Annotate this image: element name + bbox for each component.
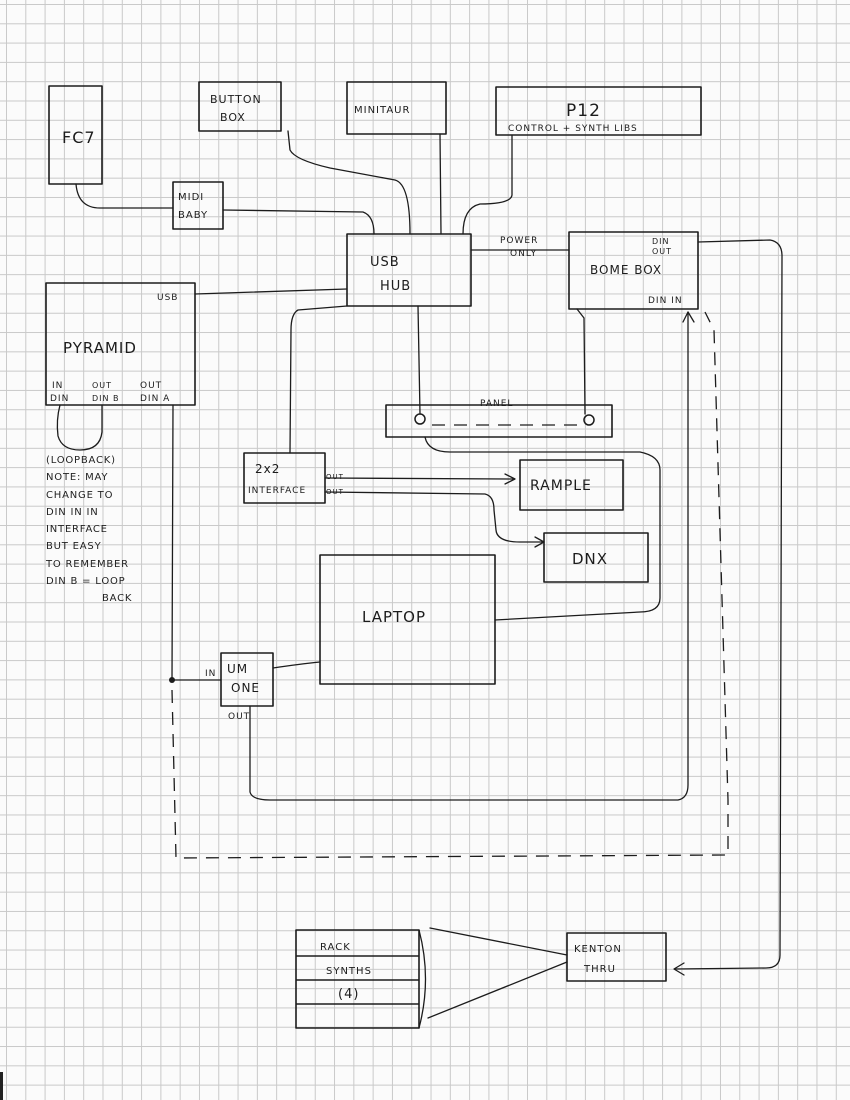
laptop-box: LAPTOP (319, 554, 496, 685)
pyramid-out-a-label: OUT (140, 381, 162, 391)
midi-baby-box: MIDI BABY (172, 181, 224, 230)
bome-din-out-to-kenton-wire (674, 239, 783, 970)
panel-to-laptop-wire (424, 436, 661, 621)
button-box-to-hub-wire (287, 130, 411, 235)
um-one-label-2: ONE (231, 681, 260, 695)
dnx-box: DNX (543, 532, 649, 583)
dashed-return-wire (171, 311, 729, 859)
um-one-to-laptop-wire (272, 661, 321, 669)
midi-baby-label-1: MIDI (178, 192, 204, 203)
midi-baby-label-2: BABY (178, 210, 208, 221)
kenton-to-rack-bottom-wire (427, 961, 568, 1019)
rack-label-3: (4) (338, 987, 359, 1002)
kenton-thru-box: KENTON THRU (566, 932, 667, 982)
rample-box: RAMPLE (519, 459, 624, 511)
connections: POWER ONLY (56, 130, 783, 1019)
kenton-arrow (673, 962, 685, 976)
note-line: INTERFACE (46, 524, 108, 536)
minitaur-label: MINITAUR (354, 105, 410, 116)
note-line: (LOOPBACK) (46, 455, 116, 466)
note-line: BUT EASY (46, 541, 102, 553)
power-only-label-2: ONLY (510, 249, 537, 259)
usb-hub-box: USB HUB (346, 233, 472, 307)
rack-label-1: RACK (320, 942, 351, 953)
rack-bracket (418, 929, 427, 1029)
panel-label: PANEL (480, 399, 513, 409)
button-box-label-2: BOX (220, 111, 246, 124)
button-box: BUTTON BOX (198, 81, 282, 132)
um-one-box: UM ONE IN OUT (205, 652, 274, 722)
panel-jack-left (414, 413, 426, 425)
bome-din-in-arrow (682, 311, 695, 323)
bome-box: BOME BOX DIN OUT DIN IN (568, 231, 699, 310)
interface-out-label-1: OUT (326, 473, 344, 481)
usb-hub-label-2: HUB (380, 279, 411, 294)
pyramid-in-label: IN (52, 381, 63, 391)
paper-edge-mark (0, 1072, 3, 1100)
pyramid-usb-to-hub-wire (194, 288, 348, 295)
hub-to-interface-wire (289, 305, 348, 454)
pyramid-label: PYRAMID (63, 339, 137, 357)
interface-label-2: INTERFACE (248, 486, 306, 496)
bome-din-out-label-2: OUT (652, 247, 672, 256)
laptop-label: LAPTOP (362, 608, 426, 626)
junction-dot (169, 677, 175, 683)
pyramid-usb-label: USB (157, 293, 178, 303)
pyramid-din-a-to-um-one-wire (171, 404, 222, 681)
pyramid-din-b-label: DIN B (92, 394, 120, 403)
kenton-label-1: KENTON (574, 944, 622, 955)
p12-label: P12 (566, 101, 601, 121)
note-line: CHANGE TO (46, 489, 114, 501)
minitaur-box: MINITAUR (346, 81, 447, 135)
fc7-box: FC7 (48, 85, 103, 185)
pyramid-out-b-label: OUT (92, 381, 112, 390)
interface-label-1: 2x2 (255, 462, 280, 476)
pyramid-loopback-wire (56, 404, 103, 451)
rack-synths-box: RACK SYNTHS (4) (295, 929, 427, 1029)
rample-label: RAMPLE (530, 478, 592, 494)
um-out-label: OUT (228, 712, 250, 722)
fc7-to-midi-baby-wire (75, 183, 174, 209)
p12-sub-label: CONTROL + SYNTH LIBS (508, 124, 638, 134)
note-line: DIN IN IN (46, 506, 99, 518)
midi-baby-to-hub-wire (222, 209, 375, 235)
note-line: BACK (102, 593, 133, 605)
pyramid-din-a-label: DIN A (140, 394, 170, 404)
pyramid-box: PYRAMID USB IN DIN OUT DIN B OUT DIN A (45, 282, 196, 406)
interface-to-rample-wire (324, 477, 514, 480)
note-line: NOTE: MAY (46, 472, 109, 484)
loopback-note: (LOOPBACK) NOTE: MAY CHANGE TO DIN IN IN… (46, 452, 176, 608)
fc7-label: FC7 (62, 128, 96, 147)
p12-to-hub-wire (462, 134, 513, 235)
um-in-label: IN (205, 669, 216, 679)
dnx-label: DNX (572, 550, 608, 568)
kenton-label-2: THRU (583, 964, 616, 975)
power-only-label-1: POWER (500, 236, 538, 246)
hub-to-panel-wire (417, 305, 421, 415)
um-one-label-1: UM (227, 662, 248, 676)
kenton-to-rack-top-wire (429, 927, 568, 956)
rample-arrow (504, 473, 516, 485)
minitaur-to-hub-wire (439, 133, 442, 235)
p12-box: P12 CONTROL + SYNTH LIBS (495, 86, 702, 136)
bome-din-in-label: DIN IN (648, 296, 683, 306)
bome-to-panel-wire (576, 308, 586, 415)
panel-jack-right (583, 414, 595, 426)
panel-box: PANEL (385, 399, 613, 438)
button-box-label-1: BUTTON (210, 93, 262, 106)
pyramid-din-label: DIN (50, 394, 69, 404)
um-one-out-to-bome-din-in-wire (249, 311, 689, 801)
bome-box-label: BOME BOX (590, 263, 662, 277)
note-line: TO REMEMBER (46, 558, 129, 570)
interface-to-dnx-wire (324, 491, 545, 543)
bome-din-out-label-1: DIN (652, 237, 670, 246)
usb-hub-label-1: USB (370, 255, 400, 270)
dnx-arrow (534, 536, 545, 548)
rack-label-2: SYNTHS (326, 966, 372, 977)
note-line: DIN B = LOOP (46, 576, 126, 588)
